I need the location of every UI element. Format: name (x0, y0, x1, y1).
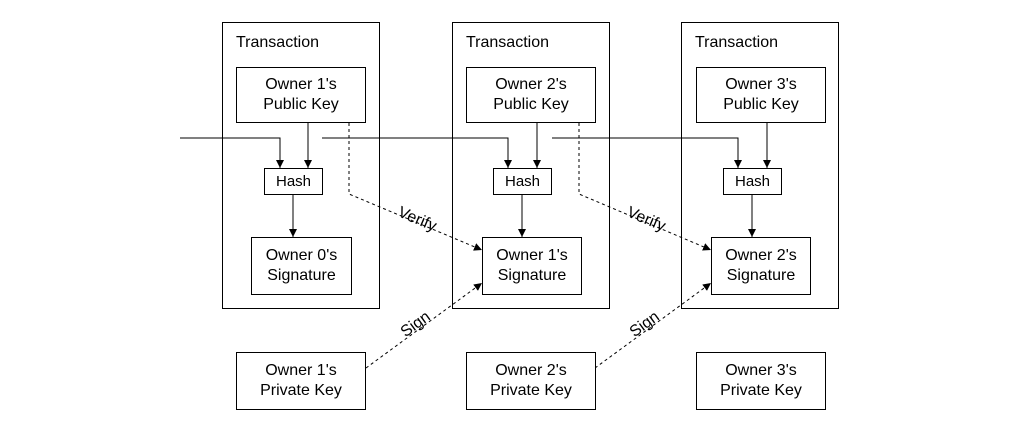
transaction-title-3: Transaction (695, 34, 778, 51)
public-key-box-2: Owner 2's Public Key (466, 67, 596, 123)
private-key-label-1: Owner 1's Private Key (260, 362, 342, 399)
private-key-label-3: Owner 3's Private Key (720, 362, 802, 399)
transaction-title-1: Transaction (236, 34, 319, 51)
hash-box-1: Hash (264, 168, 323, 195)
hash-box-3: Hash (723, 168, 782, 195)
public-key-label-3: Owner 3's Public Key (723, 76, 799, 113)
transaction-title-2: Transaction (466, 34, 549, 51)
signature-label-1: Owner 0's Signature (265, 247, 338, 284)
transaction-box-1 (222, 22, 380, 309)
chain-line-2-3 (552, 137, 742, 168)
private-key-box-1: Owner 1's Private Key (236, 352, 366, 410)
signature-box-3: Owner 2's Signature (711, 237, 811, 295)
signature-box-1: Owner 0's Signature (251, 237, 352, 295)
public-key-label-1: Owner 1's Public Key (263, 76, 339, 113)
public-key-box-3: Owner 3's Public Key (696, 67, 826, 123)
transaction-box-2 (452, 22, 610, 309)
private-key-box-3: Owner 3's Private Key (696, 352, 826, 410)
chain-line-1-2 (322, 137, 512, 168)
transaction-box-3 (681, 22, 839, 309)
public-key-label-2: Owner 2's Public Key (493, 76, 569, 113)
signature-label-2: Owner 1's Signature (496, 247, 568, 284)
hash-box-2: Hash (493, 168, 552, 195)
hash-label-2: Hash (504, 172, 541, 190)
private-key-label-2: Owner 2's Private Key (490, 362, 572, 399)
private-key-box-2: Owner 2's Private Key (466, 352, 596, 410)
hash-label-1: Hash (275, 172, 312, 190)
hash-label-3: Hash (734, 172, 771, 190)
signature-label-3: Owner 2's Signature (725, 247, 797, 284)
chain-line-incoming (180, 137, 284, 168)
public-key-box-1: Owner 1's Public Key (236, 67, 366, 123)
signature-box-2: Owner 1's Signature (482, 237, 582, 295)
